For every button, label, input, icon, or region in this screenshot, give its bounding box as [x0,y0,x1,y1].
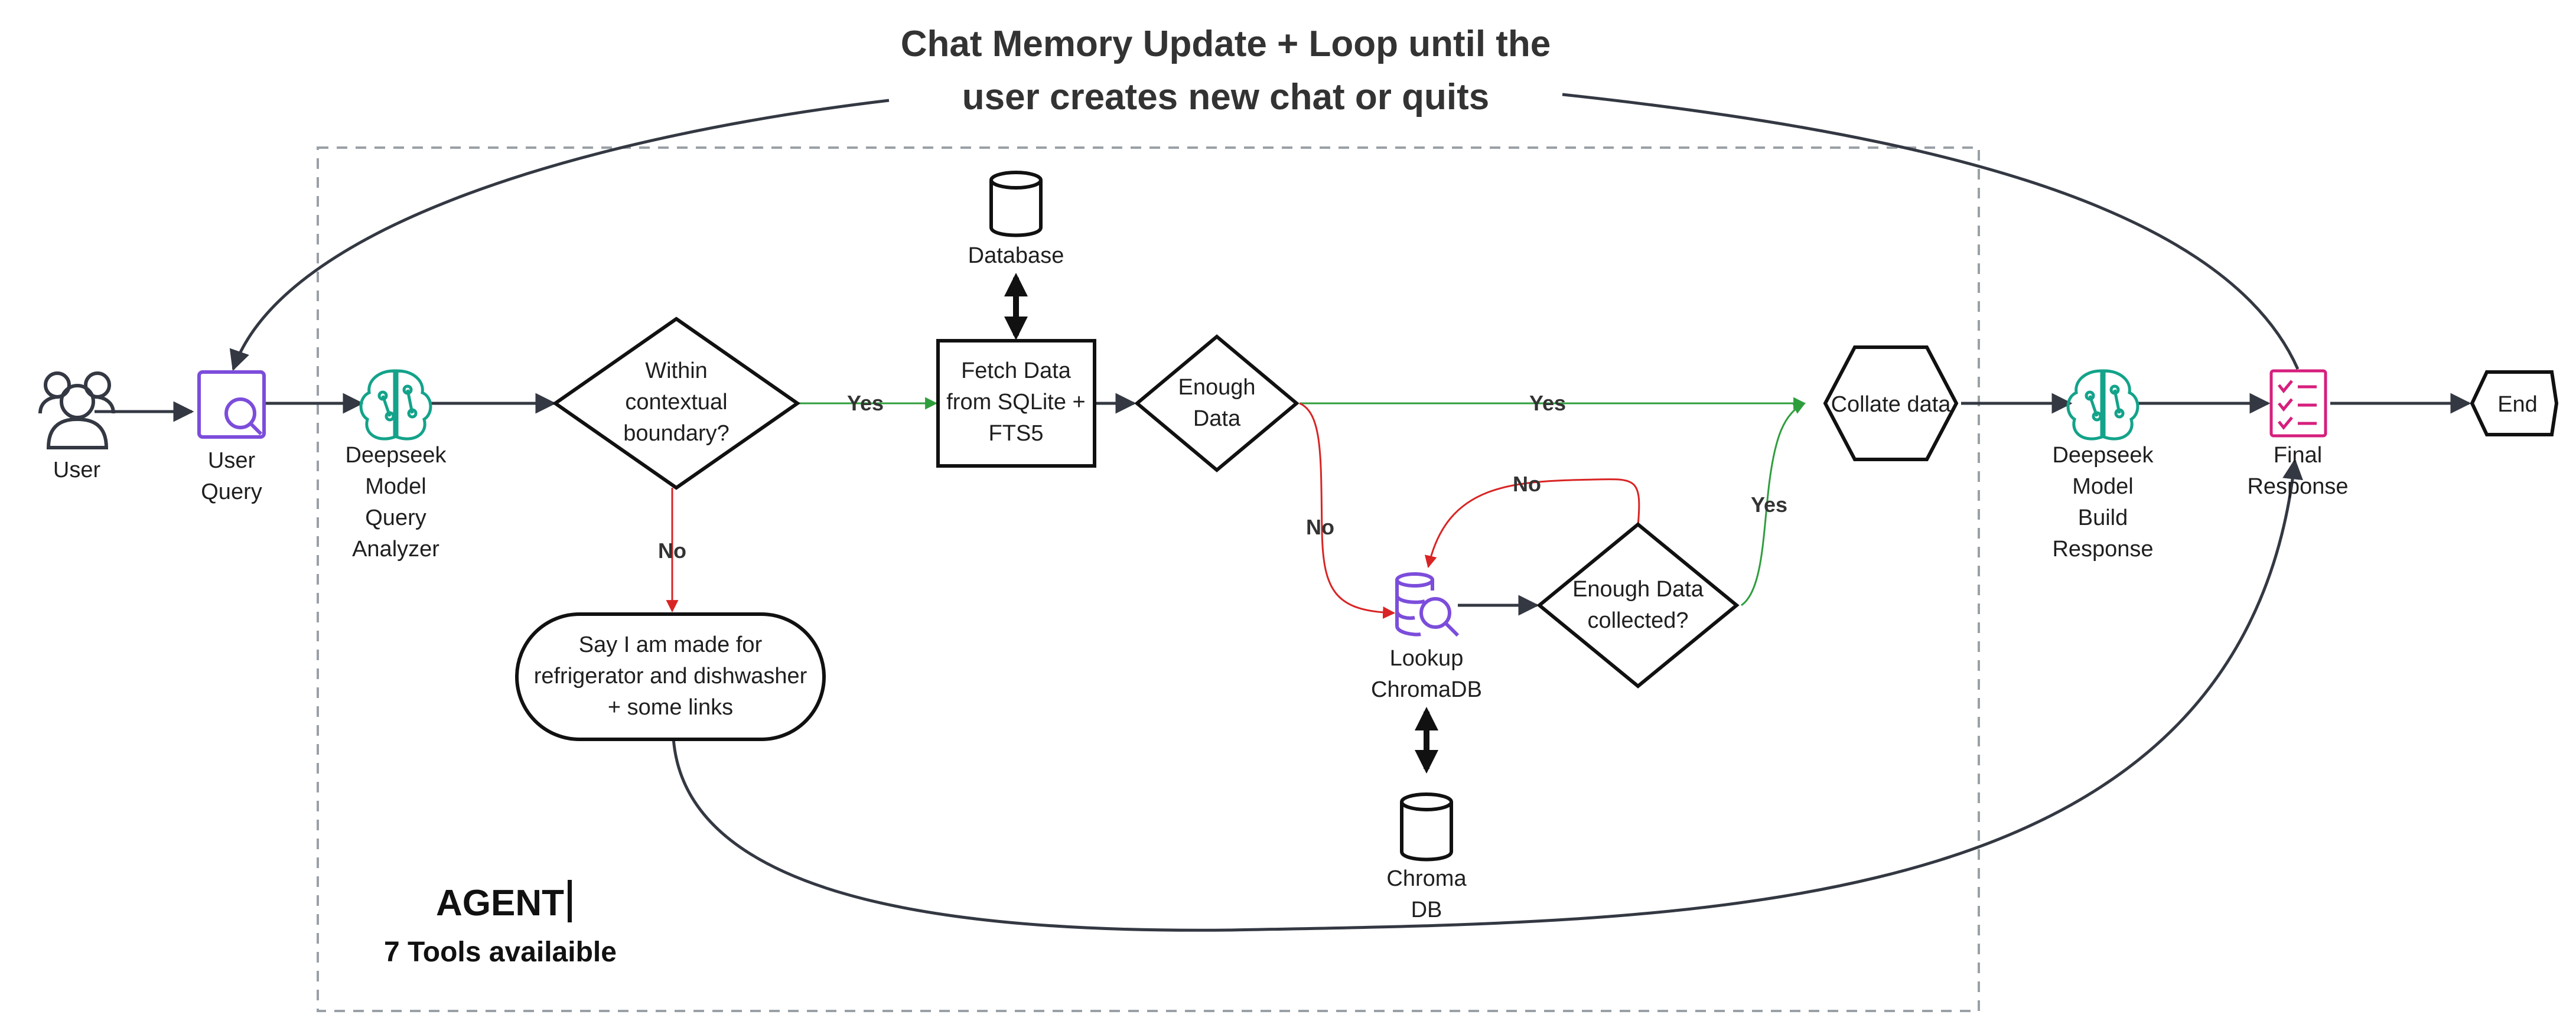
ai-brain-icon-build [2066,369,2139,441]
within-boundary-decision [552,317,801,490]
text-cursor [568,880,572,922]
edge-label-yes-within: Yes [847,391,884,415]
enough-collected-decision [1536,522,1740,689]
edge-label-no-within: No [658,539,686,563]
enough-label-2: Data [1193,406,1241,431]
chroma-database-icon [1400,792,1453,862]
say-label-1: Say I am made for [579,632,763,657]
builder-label-2: Model [2072,474,2134,499]
user-query-label-1: User [208,448,256,473]
within-label-1: Within [645,358,708,383]
chroma-label-2: DB [1411,898,1442,922]
final-label-2: Response [2247,474,2348,499]
collected-label-1: Enough Data [1572,577,1704,602]
builder-label-3: Build [2078,505,2128,530]
edge-label-no-collected: No [1513,472,1541,496]
edge-label-yes-enough: Yes [1529,391,1566,415]
builder-label-4: Response [2052,537,2153,562]
user-query-label-2: Query [201,480,262,504]
say-response-node [515,612,826,741]
chroma-label-1: Chroma [1386,866,1467,891]
collate-label: Collate data [1831,392,1952,417]
collected-label-2: collected? [1587,608,1688,633]
end-node [2470,370,2559,436]
within-label-2: contextual [625,390,727,415]
loop-arrow-to-user-query [229,99,890,371]
analyzer-label-2: Model [365,474,426,499]
edge-label-no-enough: No [1306,515,1334,539]
collate-data-node [1823,345,1959,461]
collected-yes-arrow [1741,402,1806,606]
end-label: End [2497,392,2538,417]
title-line-1: Chat Memory Update + Loop until the [901,24,1551,64]
loop-line-from-final [1562,93,2300,370]
lookup-label-1: Lookup [1390,646,1464,671]
say-label-2: refrigerator and dishwasher [534,664,807,689]
within-label-3: boundary? [623,421,730,446]
search-query-icon [197,370,266,439]
agent-boundary [317,146,1980,1012]
analyzer-label-3: Query [365,505,426,530]
builder-label-1: Deepseek [2052,443,2154,468]
say-to-final-arrow [672,458,2303,932]
title-line-2: user creates new chat or quits [962,77,1489,118]
fetch-label-2: from SQLite + [946,390,1085,415]
final-label-1: Final [2274,443,2322,468]
analyzer-label-4: Analyzer [352,537,439,562]
edge-label-yes-collected: Yes [1751,492,1787,517]
ai-brain-icon [359,369,432,441]
agent-tools-label: 7 Tools availaible [384,937,617,968]
fetch-label-1: Fetch Data [961,358,1072,383]
enough-data-decision [1134,334,1300,472]
agent-label: AGENT [436,883,564,924]
database-label: Database [968,243,1064,268]
database-icon [989,171,1043,237]
users-icon [38,371,115,449]
checklist-icon [2269,369,2327,438]
analyzer-label-1: Deepseek [345,443,447,468]
collected-no-arrow [1424,478,1640,569]
enough-label-1: Enough [1178,375,1255,400]
user-label: User [53,458,101,482]
fetch-label-3: FTS5 [989,421,1044,446]
lookup-label-2: ChromaDB [1371,677,1482,702]
fetch-data-box [936,339,1096,468]
enough-no-arrow [1299,402,1396,619]
say-label-3: + some links [608,695,733,720]
database-search-icon [1395,572,1460,637]
